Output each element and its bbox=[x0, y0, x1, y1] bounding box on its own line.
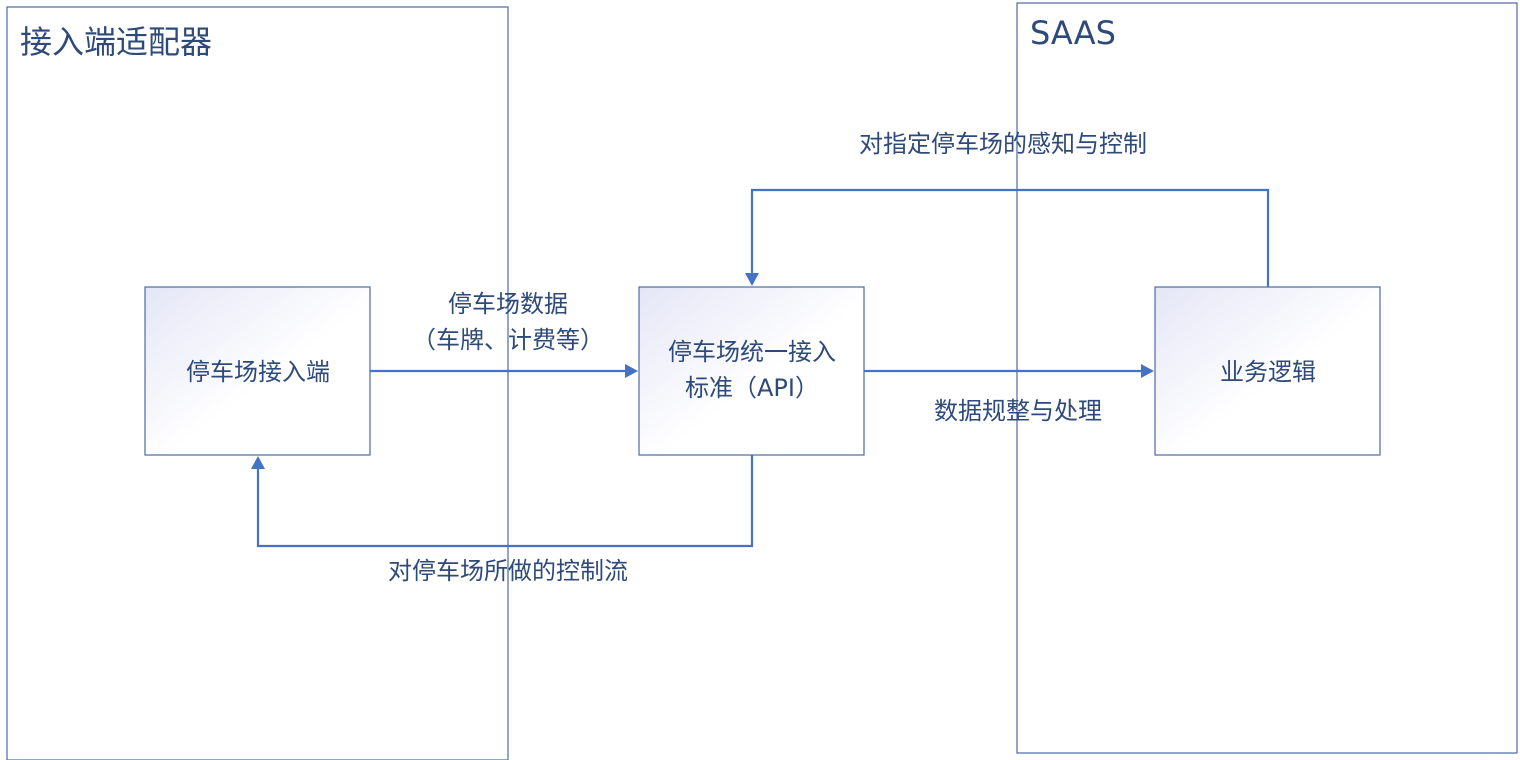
unified-api-label-line1: 停车场统一接入 bbox=[668, 338, 836, 366]
data-processing-label: 数据规整与处理 bbox=[934, 397, 1102, 425]
control-flow-label: 对停车场所做的控制流 bbox=[388, 557, 628, 585]
unified-api-node[interactable] bbox=[638, 286, 865, 456]
business-logic-label: 业务逻辑 bbox=[1220, 358, 1316, 386]
parking-client-label: 停车场接入端 bbox=[186, 358, 330, 386]
data-processing-arrowhead bbox=[1141, 364, 1154, 378]
saas-container-title: SAAS bbox=[1030, 14, 1116, 52]
parking-data-arrowhead bbox=[625, 364, 638, 378]
parking-client-node[interactable] bbox=[144, 286, 371, 456]
perception-control-connector bbox=[750, 188, 1270, 287]
adapter-container-title: 接入端适配器 bbox=[20, 23, 212, 61]
parking-data-label-line1: 停车场数据 bbox=[448, 290, 568, 318]
parking-data-label-line2: （车牌、计费等） bbox=[412, 326, 604, 354]
unified-api-label-line2: 标准（API） bbox=[685, 374, 819, 402]
business-logic-node[interactable] bbox=[1154, 286, 1381, 456]
perception-control-label: 对指定停车场的感知与控制 bbox=[859, 130, 1147, 158]
control-flow-arrowhead bbox=[251, 456, 265, 469]
adapter-container bbox=[6, 6, 509, 760]
saas-container bbox=[1016, 2, 1518, 754]
control-flow-connector bbox=[256, 455, 754, 548]
perception-control-arrowhead bbox=[745, 273, 759, 286]
